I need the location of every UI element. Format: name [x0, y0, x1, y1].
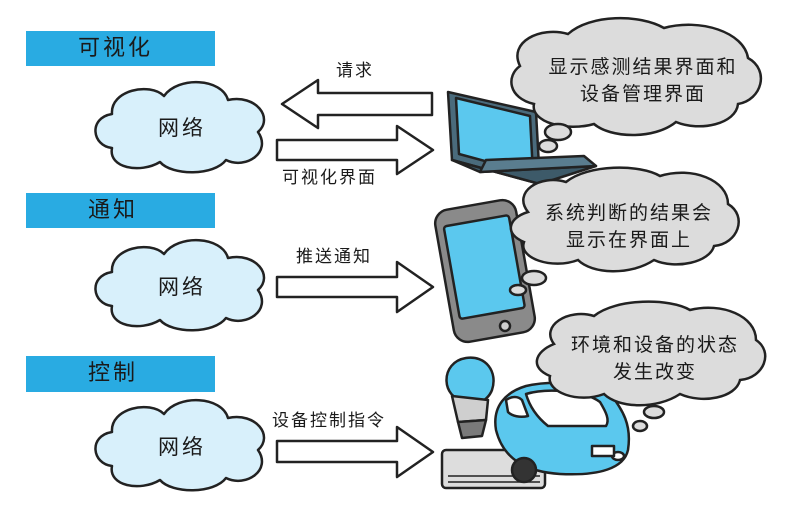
network-cloud-3 [94, 399, 266, 492]
bubble-3-line-1: 环境和设备的状态 [570, 334, 739, 356]
section-bar-visualize [26, 31, 215, 66]
thought-bubble-1 [510, 16, 763, 154]
network-cloud-2 [94, 239, 266, 332]
section-title-notify: 通知 [88, 198, 139, 223]
smartphone-icon [433, 198, 537, 344]
bubble-text-1: 显示感测结果界面和 设备管理界面 [548, 54, 738, 108]
push-notify-arrow [275, 260, 435, 314]
section-bar-notify [26, 193, 215, 228]
bubble-1-line-1: 显示感测结果界面和 [548, 56, 738, 78]
bubble-1-line-2: 设备管理界面 [579, 83, 706, 105]
section-bar-control [26, 356, 215, 392]
control-command-label: 设备控制指令 [272, 411, 386, 431]
cloud-label-2: 网络 [158, 275, 206, 299]
light-bulb-icon [445, 356, 495, 440]
thought-bubble-3 [535, 300, 767, 433]
visual-interface-arrow [275, 124, 435, 176]
request-arrow [280, 78, 434, 130]
section-title-visualize: 可视化 [78, 36, 154, 61]
bubble-text-2: 系统判断的结果会 显示在界面上 [536, 200, 722, 254]
cloud-label-1: 网络 [158, 116, 206, 140]
thought-bubble-2 [508, 166, 740, 297]
request-label: 请求 [336, 61, 374, 81]
bubble-2-line-2: 显示在界面上 [565, 229, 692, 251]
bubble-text-3: 环境和设备的状态 发生改变 [562, 332, 748, 386]
network-cloud-1 [94, 81, 266, 174]
car-icon [494, 381, 631, 484]
push-notify-label: 推送通知 [296, 247, 372, 267]
control-command-arrow [275, 425, 435, 479]
section-title-control: 控制 [88, 361, 139, 386]
cloud-label-3: 网络 [158, 435, 206, 459]
visual-interface-label: 可视化界面 [282, 168, 377, 188]
bubble-3-line-2: 发生改变 [612, 361, 697, 383]
bubble-2-line-1: 系统判断的结果会 [544, 202, 713, 224]
